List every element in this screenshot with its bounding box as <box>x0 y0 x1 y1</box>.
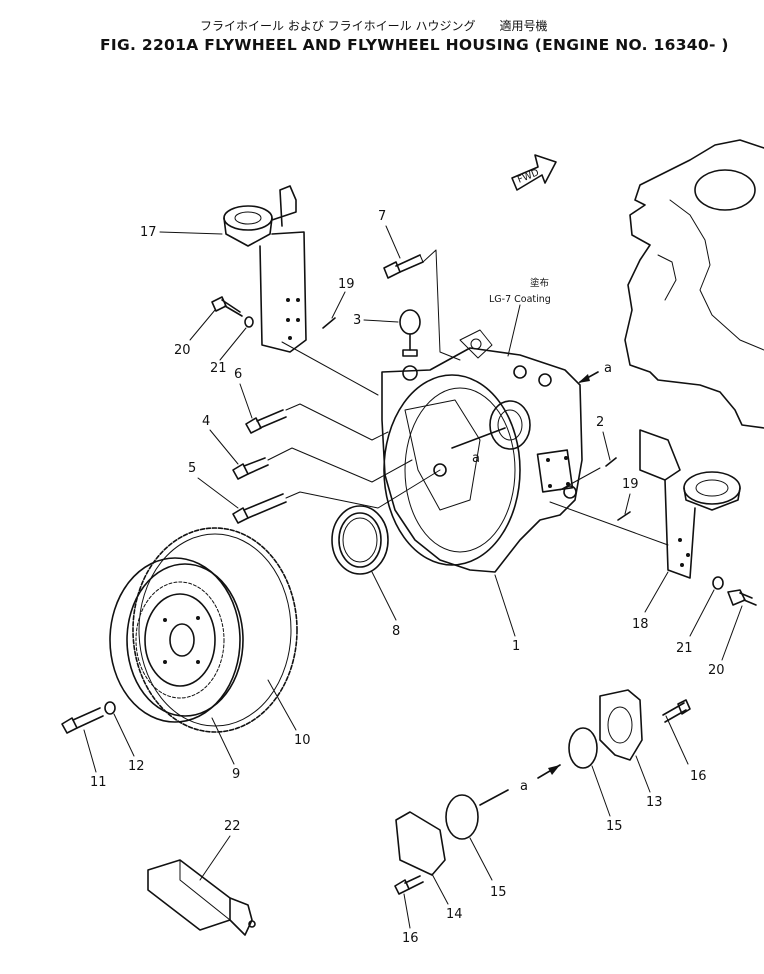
bolt-16-left <box>394 875 424 895</box>
pin-2 <box>605 457 617 467</box>
ref-a-label: a <box>520 779 528 794</box>
coating-leader <box>507 304 521 357</box>
callout: 4 <box>202 414 210 429</box>
fwd-arrow-icon: FWD <box>511 154 557 191</box>
coating-jp: 塗布 <box>530 277 549 289</box>
o-ring-15-right <box>568 727 598 769</box>
ref-a-label: a <box>604 361 612 376</box>
callout: 20 <box>174 343 191 358</box>
callout: 3 <box>353 313 361 328</box>
callout: 16 <box>690 769 707 784</box>
washer-12 <box>104 701 116 715</box>
callout: 7 <box>378 209 386 224</box>
jp-caption: フライホイール および フライホイール ハウジング 適用号機 <box>200 18 547 33</box>
callout: 8 <box>392 624 400 639</box>
leader-lines <box>267 249 669 546</box>
flywheel-housing <box>381 329 583 573</box>
bolt-20-right <box>712 576 757 606</box>
bolt-7 <box>383 254 424 279</box>
callout: 20 <box>708 663 725 678</box>
callout: 19 <box>622 477 639 492</box>
callout: 1 <box>512 639 520 654</box>
callout: 12 <box>128 759 145 774</box>
callout: 18 <box>632 617 649 632</box>
callout: 22 <box>224 819 241 834</box>
callout: 21 <box>676 641 693 656</box>
bolt-6 <box>245 409 287 434</box>
callout: 11 <box>90 775 107 790</box>
page-title: FIG. 2201A FLYWHEEL AND FLYWHEEL HOUSING… <box>100 36 729 54</box>
bracket-18 <box>639 429 741 579</box>
bolt-5 <box>232 493 287 524</box>
pin-19-left <box>322 317 336 329</box>
ref-a-top: a <box>578 361 612 383</box>
callout: 14 <box>446 907 463 922</box>
bolt-4 <box>232 457 269 480</box>
ref-a-label: a <box>472 451 480 466</box>
pin-19-right <box>617 511 631 521</box>
cover-14 <box>395 811 446 876</box>
callout: 19 <box>338 277 355 292</box>
bolt-20-left <box>211 296 254 328</box>
engine-block-outline <box>624 139 764 429</box>
callout: 6 <box>234 367 242 382</box>
callout: 9 <box>232 767 240 782</box>
coating-label: LG-7 Coating <box>489 294 551 305</box>
bolt-16-right <box>662 699 691 723</box>
callouts: 17 19 7 3 20 21 6 4 5 2 19 8 1 18 21 20 … <box>83 209 743 946</box>
flywheel-9 <box>109 557 244 723</box>
eye-bolt <box>399 309 421 357</box>
callout: 16 <box>402 931 419 946</box>
callout: 5 <box>188 461 196 476</box>
callout: 13 <box>646 795 663 810</box>
callout: 10 <box>294 733 311 748</box>
callout: 21 <box>210 361 227 376</box>
tool-22 <box>147 859 256 936</box>
bolt-11 <box>61 707 104 734</box>
callout: 17 <box>140 225 157 240</box>
ref-a-bottom: a <box>479 764 561 806</box>
callout: 2 <box>596 415 604 430</box>
ref-a-mid: a <box>451 427 506 466</box>
cover-13 <box>599 689 643 761</box>
ring-gear-10 <box>132 527 298 733</box>
oil-seal-8 <box>331 505 389 575</box>
callout: 15 <box>606 819 623 834</box>
o-ring-15-left <box>445 794 479 840</box>
callout: 15 <box>490 885 507 900</box>
bracket-17 <box>223 185 307 353</box>
